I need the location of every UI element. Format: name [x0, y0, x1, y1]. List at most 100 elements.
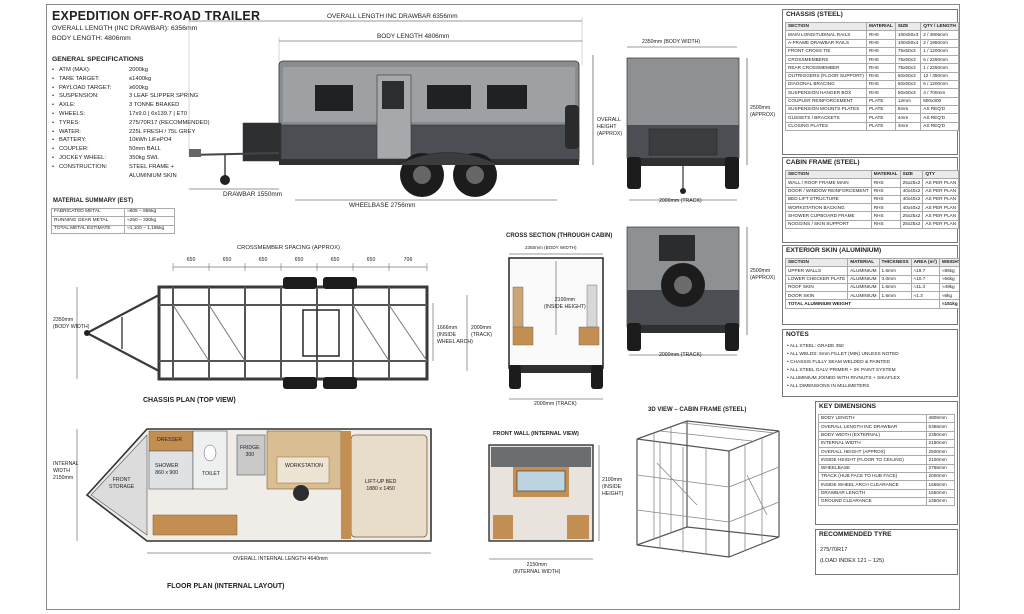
spec-row: •TYRES:275/70R17 (RECOMMENDED) [52, 119, 227, 128]
overall-internal-length-label: OVERALL INTERNAL LENGTH 4640mm [233, 556, 328, 562]
table-cell: OUTRIGGERS (FLOOR SUPPORT) [785, 71, 867, 82]
table-cell: SUSPENSION HANGER BOX [785, 88, 867, 98]
floor-plan-drawing [76, 428, 432, 554]
front-storage-line: FRONT [112, 477, 131, 483]
key-dimensions-heading: KEY DIMENSIONS [819, 403, 877, 410]
table-row: INSIDE HEIGHT (FLOOR TO CEILING)2100mm [818, 455, 956, 465]
front-height-line: (APPROX) [750, 275, 776, 281]
table-cell: PLATE [865, 96, 896, 106]
chassis-body-width-label: 2350mm (BODY WIDTH) [53, 317, 90, 331]
chassis-plan-caption: CHASSIS PLAN (TOP VIEW) [143, 397, 236, 404]
table-total-row: TOTAL ALUMINIUM WEIGHT≈151kg [785, 299, 959, 309]
recommended-tyre-panel: RECOMMENDED TYRE 275/70R17 (LOAD INDEX 1… [815, 529, 958, 575]
page-title: EXPEDITION OFF-ROAD TRAILER [52, 9, 261, 23]
table-cell: ≈49kg [938, 282, 959, 293]
spec-key: CONSTRUCTION: [59, 163, 108, 170]
table-cell: OVERALL LENGTH INC DRAWBAR [818, 422, 927, 432]
bullet-icon: • [52, 102, 55, 109]
table-cell: 50x50x3 [894, 71, 922, 82]
spec-value: 225L FRESH / 75L GREY [129, 128, 196, 135]
front-track-label: 2000mm (TRACK) [659, 352, 702, 358]
table-cell: ≈6kg [938, 291, 959, 301]
table-header-cell: MATERIAL [870, 169, 901, 180]
front-wall-height-line: (INSIDE [602, 484, 622, 490]
bullet-icon: • [52, 137, 55, 144]
table-cell: AS PER PLAN [922, 211, 959, 221]
drawing-sheet: EXPEDITION OFF-ROAD TRAILER OVERALL LENG… [46, 4, 960, 610]
table-cell: 12 / 350mm [920, 71, 959, 82]
spec-key: PAYLOAD TARGET: [59, 84, 112, 91]
rear-track-label: 2000mm (TRACK) [659, 198, 702, 204]
table-cell: ≥350mm [925, 496, 956, 507]
table-cell: 1 / 2250mm [920, 63, 959, 73]
chassis-table-heading: CHASSIS (STEEL) [786, 11, 843, 18]
table-cell: 100x50x3 [894, 30, 922, 40]
chassis-track-label: 2000mm (TRACK) [471, 325, 492, 339]
table-cell: TOTAL ALUMINIUM WEIGHT [785, 299, 940, 309]
rear-height-line: 2500mm [750, 105, 771, 111]
bullet-icon: • [52, 163, 55, 170]
spec-row: •WATER:225L FRESH / 75L GREY [52, 128, 227, 137]
table-cell: 1.6mm [878, 282, 912, 293]
table-cell: 12mm [894, 96, 922, 106]
spec-key: WATER: [59, 128, 81, 135]
shower-line: 860 x 900 [155, 470, 179, 476]
cabin-frame-3d-drawing [636, 420, 780, 558]
table-cell: 6356mm [925, 422, 956, 432]
fridge-label: FRIDGE 300 [240, 445, 260, 459]
spec-value: 3 TONNE BRAKED [129, 102, 180, 109]
table-cell: 2150mm [925, 438, 956, 449]
table-cell: PLATE [865, 113, 896, 123]
notes-list: • ALL STEEL: GRADE 350• ALL WELDS: 6mm F… [787, 343, 900, 391]
front-wall-height-line: HEIGHT) [602, 491, 624, 497]
table-cell: TOTAL METAL ESTIMATE [50, 224, 126, 234]
table-cell: RHS [870, 186, 901, 196]
table-header-cell: AREA (m²) [910, 257, 940, 268]
crossmember-spacing-value: 650 [294, 257, 304, 263]
spec-row: •AXLE:3 TONNE BRAKED [52, 101, 227, 110]
table-cell: 1550mm [925, 488, 956, 498]
table-cell: 1.6mm [878, 291, 912, 301]
table-cell: BODY WIDTH (EXTERNAL) [818, 430, 927, 440]
inside-wheel-arch-line: 1666mm [437, 325, 458, 331]
table-cell: RHS [865, 63, 896, 73]
table-row: TRACK (HUB FACE TO HUB FACE)2000mm [818, 472, 956, 482]
cross-section-drawing [508, 253, 604, 400]
bullet-icon: • [52, 93, 55, 100]
floor-plan-caption: FLOOR PLAN (INTERNAL LAYOUT) [167, 583, 285, 590]
chassis-body-width-line: 2350mm [53, 317, 74, 323]
table-cell: DOOR / WINDOW REINFORCEMENT [785, 186, 872, 196]
dresser-label: DRESSER [157, 437, 183, 443]
cross-section-height-line: (INSIDE HEIGHT) [544, 304, 586, 310]
table-cell: 4806mm [925, 413, 956, 424]
table-cell: 75x50x3 [894, 55, 922, 65]
drawbar-label: DRAWBAR 1550mm [223, 191, 283, 198]
spec-key: SUSPENSION: [59, 93, 99, 100]
spec-key: TYRES: [59, 119, 80, 126]
bed-line: 1880 x 1450 [366, 486, 395, 492]
table-cell: SUSPENSION MOUNTS PLATES [785, 104, 867, 115]
cross-section-width-label: 2350mm (BODY WIDTH) [525, 245, 577, 250]
bed-line: LIFT-UP BED [365, 479, 397, 485]
table-cell: RHS [870, 203, 901, 213]
front-wall-width-line: 2150mm [526, 562, 547, 568]
table-header-cell: WEIGHT (kg) [938, 257, 959, 268]
table-header-cell: THICKNESS [878, 257, 912, 268]
recommended-tyre-heading: RECOMMENDED TYRE [819, 531, 892, 538]
internal-width-line: 2150mm [53, 475, 74, 481]
spec-value: ≥600kg [129, 84, 148, 91]
crossmember-spacing-value: 650 [258, 257, 268, 263]
